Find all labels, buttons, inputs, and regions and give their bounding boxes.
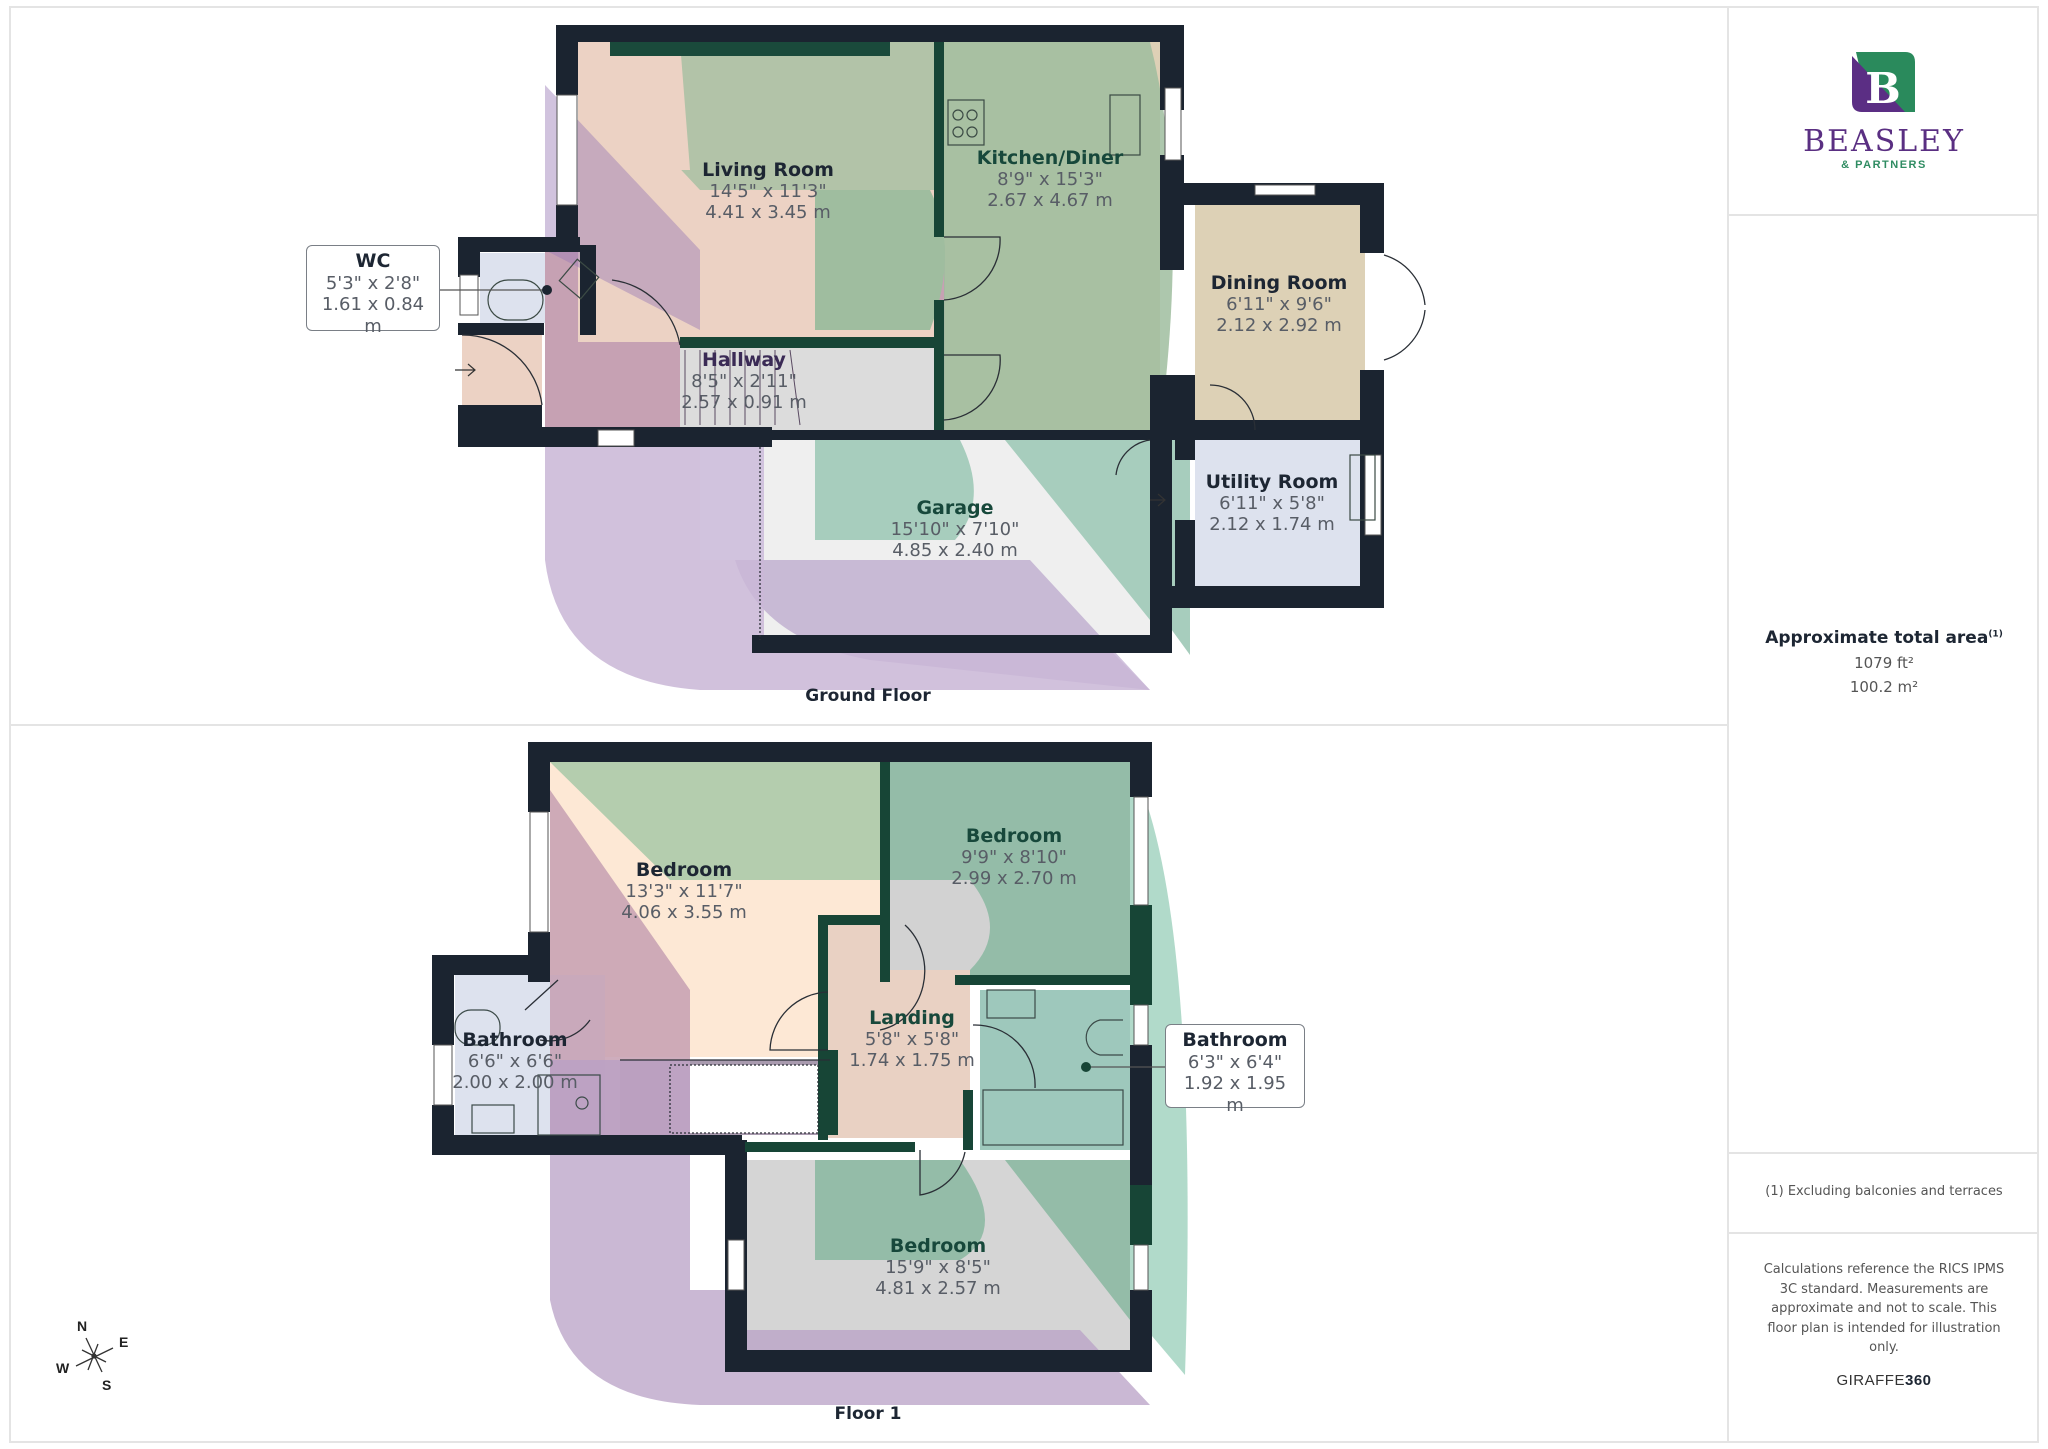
- compass-icon: [75, 1337, 114, 1373]
- compass-south: S: [102, 1377, 112, 1393]
- floor-divider: [9, 724, 1727, 726]
- ground-floor-title: Ground Floor: [805, 686, 931, 706]
- giraffe360-credit: GIRAFFE360: [1836, 1371, 1932, 1389]
- compass-north: N: [77, 1318, 88, 1334]
- brand-sub: & PARTNERS: [1841, 159, 1927, 171]
- area-section: Approximate total area(1) 1079 ft² 100.2…: [1729, 216, 2039, 1154]
- room-living-room: Living Room 14'5" x 11'3" 4.41 x 3.45 m: [702, 159, 834, 223]
- room-garage: Garage 15'10" x 7'10" 4.85 x 2.40 m: [890, 497, 1020, 561]
- wc-callout: WC 5'3" x 2'8" 1.61 x 0.84 m: [306, 245, 440, 337]
- bathroom-2-callout: Bathroom 6'3" x 6'4" 1.92 x 1.95 m: [1165, 1024, 1305, 1116]
- room-bathroom-1: Bathroom 6'6" x 6'6" 2.00 x 2.00 m: [452, 1029, 578, 1093]
- room-kitchen-diner: Kitchen/Diner 8'9" x 15'3" 2.67 x 4.67 m: [976, 147, 1124, 211]
- info-panel: BEASLEY & PARTNERS Approximate total are…: [1729, 6, 2039, 1443]
- room-bedroom-3: Bedroom 15'9" x 8'5" 4.81 x 2.57 m: [875, 1235, 1001, 1299]
- svg-text:B: B: [1865, 64, 1901, 113]
- room-dining-room: Dining Room 6'11" x 9'6" 2.12 x 2.92 m: [1210, 272, 1348, 336]
- footnote: (1) Excluding balconies and terraces: [1765, 1184, 2003, 1199]
- room-utility-room: Utility Room 6'11" x 5'8" 2.12 x 1.74 m: [1205, 471, 1339, 535]
- disclaimer: Calculations reference the RICS IPMS 3C …: [1763, 1262, 2005, 1355]
- first-floor-plan: [432, 742, 1188, 1405]
- first-floor-title: Floor 1: [834, 1404, 902, 1424]
- brand-logo-icon: B: [1852, 52, 1915, 113]
- disclaimer-section: Calculations reference the RICS IPMS 3C …: [1729, 1234, 2039, 1443]
- room-bedroom-2: Bedroom 9'9" x 8'10" 2.99 x 2.70 m: [951, 825, 1077, 889]
- area-m: 100.2 m²: [1849, 678, 1919, 696]
- room-bedroom-1: Bedroom 13'3" x 11'7" 4.06 x 3.55 m: [621, 859, 747, 923]
- footnote-section: (1) Excluding balconies and terraces: [1729, 1154, 2039, 1234]
- sidebar-divider: [1727, 6, 1729, 1443]
- room-landing: Landing 5'8" x 5'8" 1.74 x 1.75 m: [849, 1007, 975, 1071]
- ground-floor-plan: [440, 25, 1426, 690]
- brand-section: BEASLEY & PARTNERS: [1729, 6, 2039, 216]
- brand-name: BEASLEY: [1803, 124, 1965, 159]
- area-title: Approximate total area(1): [1765, 628, 2003, 648]
- compass-east: E: [119, 1334, 129, 1350]
- compass-west: W: [56, 1360, 70, 1376]
- room-hallway: Hallway 8'5" x 2'11" 2.57 x 0.91 m: [681, 349, 807, 413]
- area-ft: 1079 ft²: [1854, 654, 1914, 672]
